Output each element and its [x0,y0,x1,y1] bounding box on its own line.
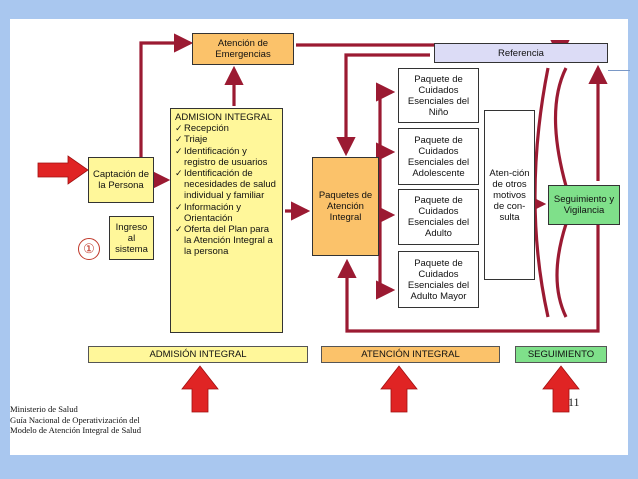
arrow-paquetes-branch [376,82,396,206]
label-seguimiento: SEGUIMIENTO [515,346,607,363]
right-band [628,0,638,479]
paquetes-box: Paquetes de Atención Integral [312,157,379,256]
big-arrow-admision [181,365,219,413]
ingreso-label: Ingreso al sistema [115,221,148,255]
adulto-mayor-box: Paquete de Cuidados Esenciales del Adult… [398,251,479,308]
big-arrow-entry [37,155,89,185]
seguimiento-label: Seguimiento y Vigilancia [553,194,615,216]
nino-label: Paquete de Cuidados Esenciales del Niño [407,73,470,118]
adolescente-box: Paquete de Cuidados Esenciales del Adole… [398,128,479,185]
seguimiento-box: Seguimiento y Vigilancia [548,185,620,225]
arrow-branch-adulto-mayor [376,206,396,300]
adulto-label: Paquete de Cuidados Esenciales del Adult… [407,195,470,239]
adulto-mayor-label: Paquete de Cuidados Esenciales del Adult… [407,257,470,302]
emergencias-box: Atención de Emergencias [192,33,294,65]
left-band [0,0,10,479]
adulto-box: Paquete de Cuidados Esenciales del Adult… [398,189,479,245]
ingreso-box: Ingreso al sistema [109,216,154,260]
nino-box: Paquete de Cuidados Esenciales del Niño [398,68,479,123]
admision-item: Identificación y registro de usuarios [175,146,278,168]
bracket-left [533,67,550,318]
footer-line: Ministerio de Salud [10,404,78,414]
big-arrow-atencion [380,365,418,413]
admision-title: ADMISION INTEGRAL [175,112,273,123]
arrow-captacion-emergencias [139,33,194,157]
paquetes-label: Paquetes de Atención Integral [318,190,373,223]
bottom-band [0,455,638,479]
emergencias-label: Atención de Emergencias [215,38,271,60]
adolescente-label: Paquete de Cuidados Esenciales del Adole… [407,134,470,179]
admision-box: ADMISION INTEGRAL Recepción Triaje Ident… [170,108,283,333]
referencia-box: Referencia [434,43,608,63]
bracket-right-lower [555,223,568,318]
arrow-referencia-paquetes [336,53,430,157]
admision-list: Recepción Triaje Identificación y regist… [175,123,278,257]
referencia-label: Referencia [498,47,544,59]
bracket-right [553,67,568,187]
footer-line: Modelo de Atención Integral de Salud [10,425,142,435]
admision-item: Triaje [175,134,278,145]
label-admision: ADMISIÓN INTEGRAL [88,346,308,363]
otros-label: Aten-ción de otros motivos de con-sulta [489,167,530,223]
otros-box: Aten-ción de otros motivos de con-sulta [484,110,535,280]
top-band [0,0,638,19]
captacion-box: Captación de la Persona [88,157,154,203]
captacion-label: Captación de la Persona [93,169,149,191]
footer-line: Guía Nacional de Operativización del [10,414,140,425]
step-marker: ① [78,238,100,260]
admision-item: Información y Orientación [175,202,278,224]
header-rule [608,70,630,71]
label-atencion: ATENCIÓN INTEGRAL [321,346,500,363]
footer-credit: Ministerio de Salud Guía Nacional de Ope… [10,404,141,436]
page-number: 11 [568,395,580,409]
admision-item: Recepción [175,123,278,134]
admision-item: Identificación de necesidades de salud i… [175,168,278,202]
admision-item: Oferta del Plan para la Atención Integra… [175,224,278,258]
arrow-loop-return [337,225,600,333]
big-arrow-seguimiento [542,365,580,413]
